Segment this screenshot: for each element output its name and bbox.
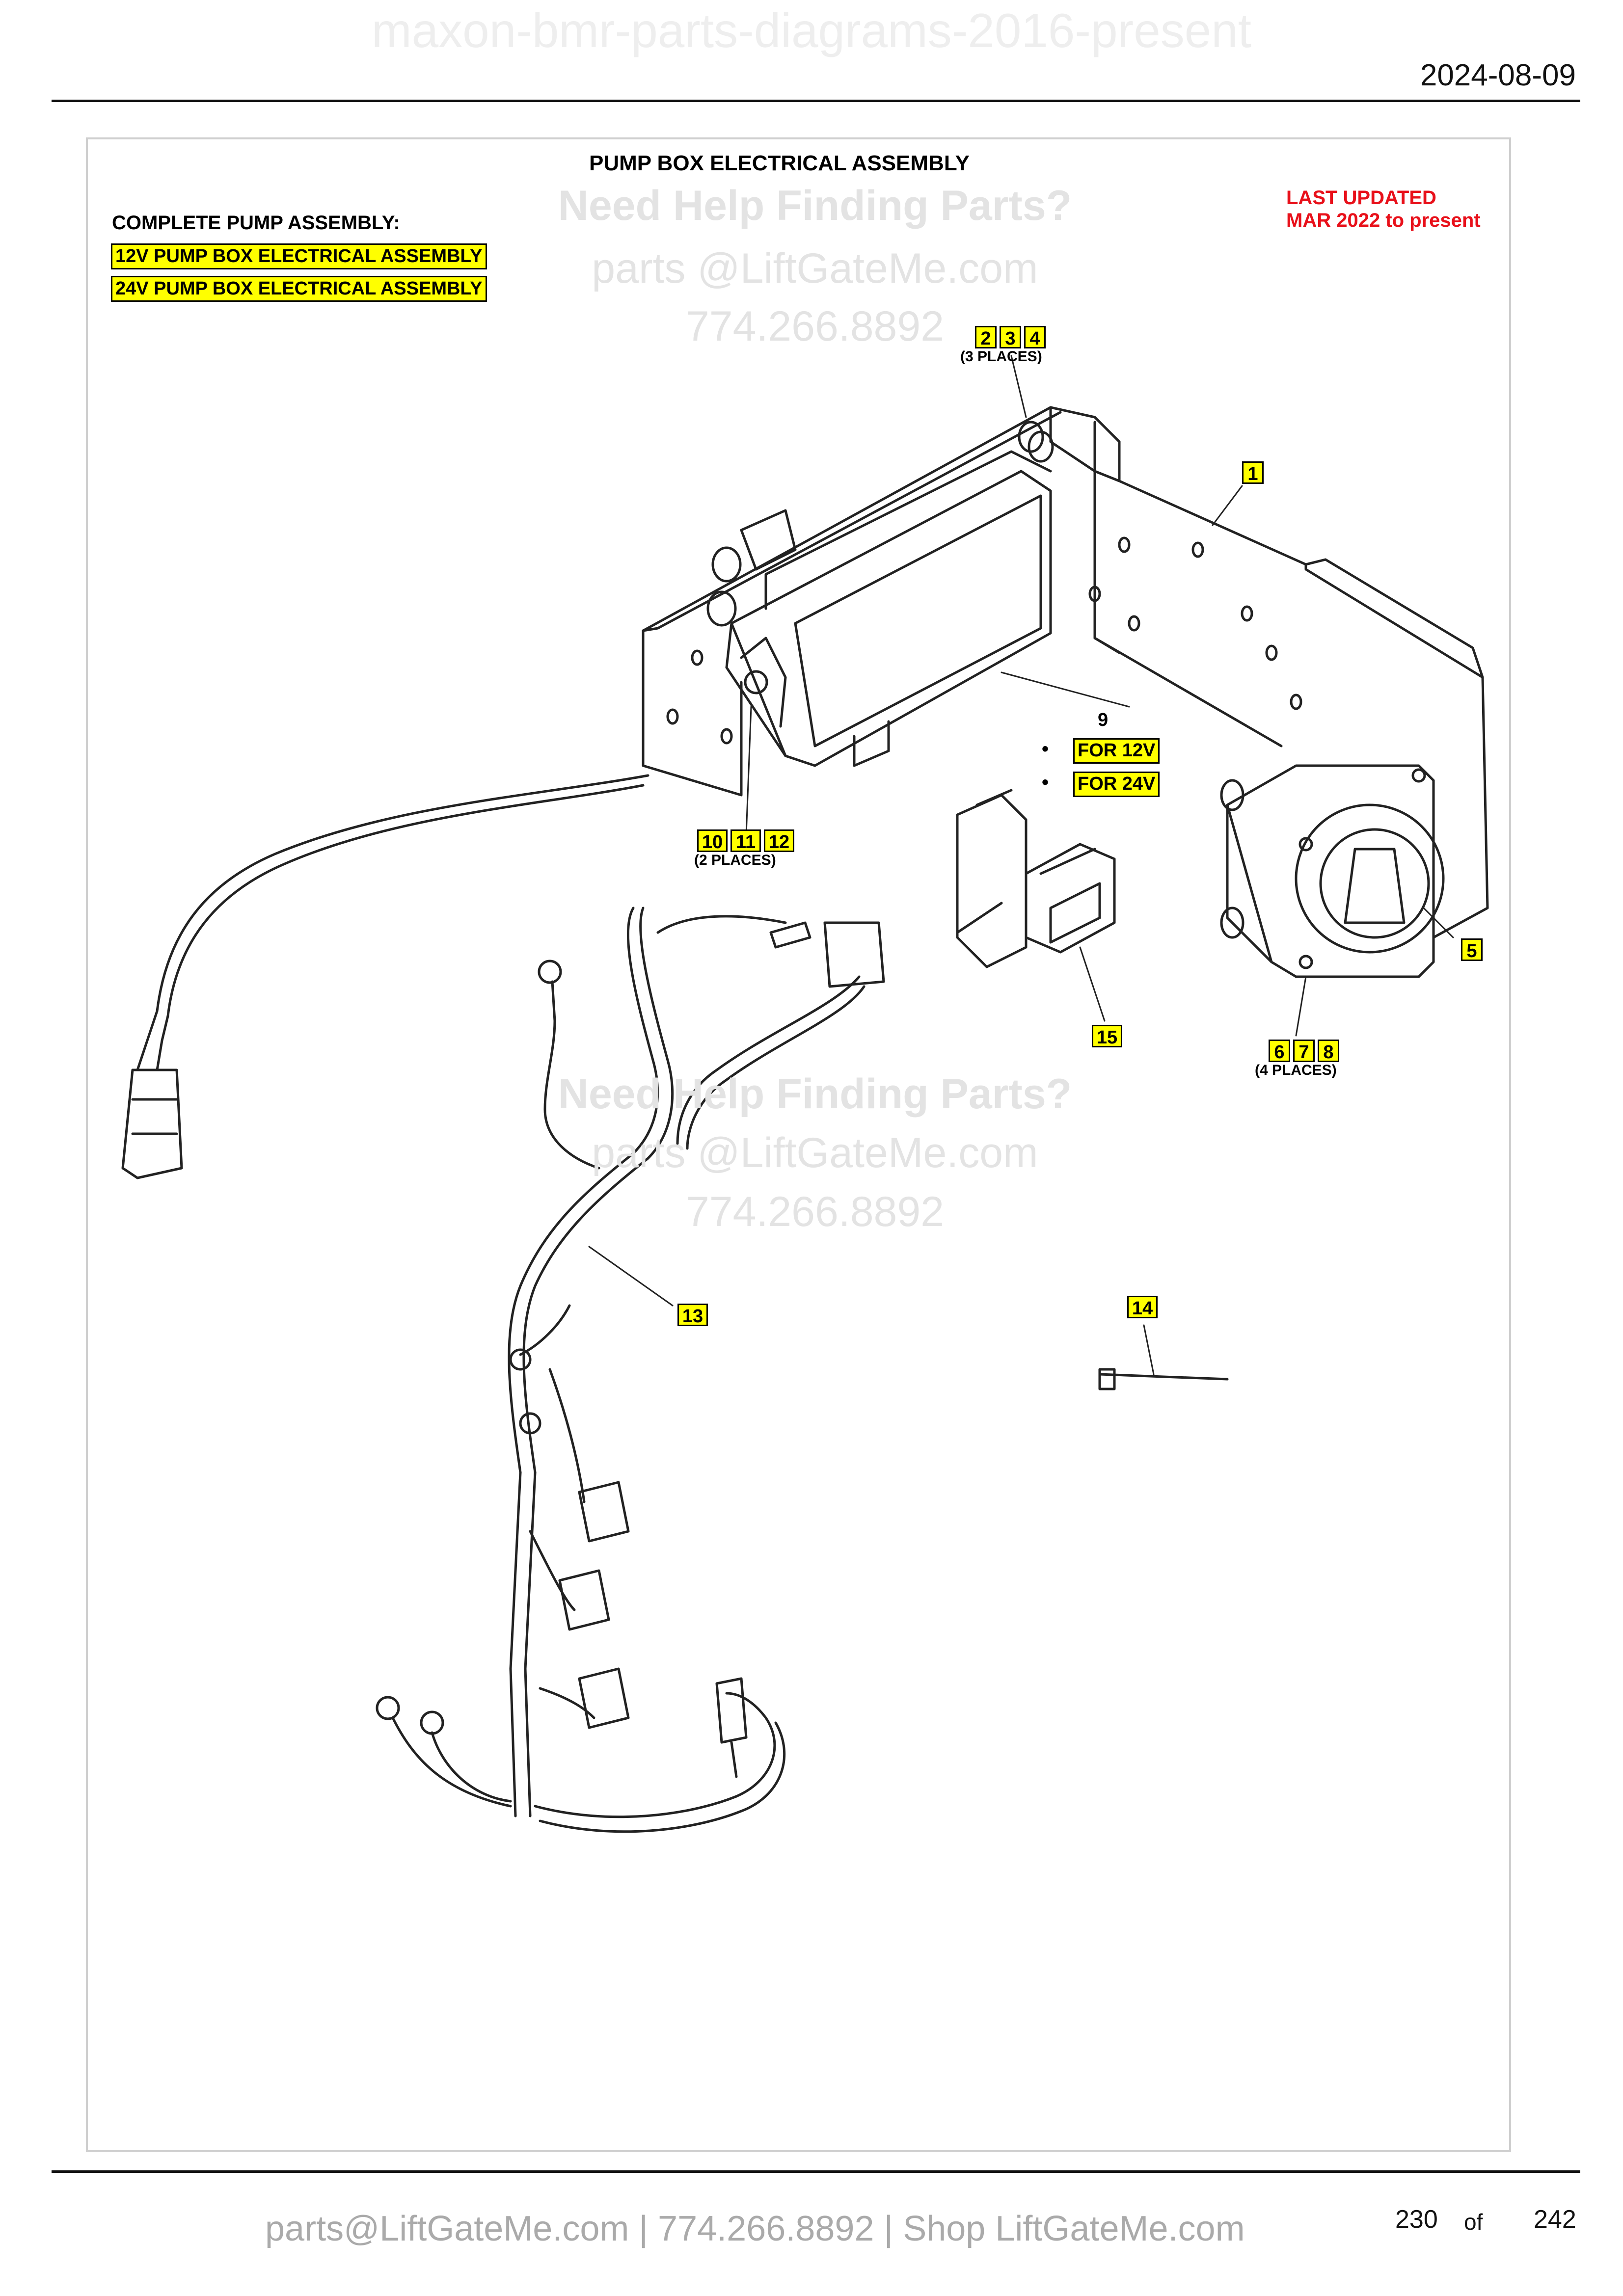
for-12v-label[interactable]: FOR 12V [1073, 738, 1160, 764]
callout-10[interactable]: 10 [697, 829, 728, 853]
last-updated-line2: MAR 2022 to present [1286, 210, 1481, 231]
complete-assembly-label: COMPLETE PUMP ASSEMBLY: [112, 212, 400, 234]
callout-1[interactable]: 1 [1242, 461, 1264, 484]
last-updated: LAST UPDATED MAR 2022 to present [1286, 187, 1481, 232]
callout-12[interactable]: 12 [764, 829, 794, 853]
watermark-help-2: Need Help Finding Parts? [558, 1070, 1072, 1118]
callout-6[interactable]: 6 [1269, 1040, 1290, 1063]
assembly-24v-link[interactable]: 24V PUMP BOX ELECTRICAL ASSEMBLY [111, 276, 487, 302]
harness-cable-main [508, 907, 659, 1474]
watermark-phone-2: 774.266.8892 [685, 1188, 945, 1235]
for-24v-label[interactable]: FOR 24V [1073, 772, 1160, 797]
controller-nut [744, 670, 768, 694]
callout-14[interactable]: 14 [1127, 1296, 1158, 1319]
harness-plug-2 [558, 1569, 610, 1631]
last-updated-line1: LAST UPDATED [1286, 187, 1436, 209]
footer-rule [52, 2170, 1580, 2173]
ring-terminal-top [538, 960, 562, 984]
for-24v-bullet: • [1042, 772, 1049, 793]
bracket-left-plate [642, 629, 743, 797]
harness-plug-1 [578, 1481, 630, 1543]
bracket-back-tab [1049, 406, 1096, 473]
callout-11[interactable]: 11 [730, 829, 761, 853]
callout-234-note: (3 PLACES) [960, 348, 1042, 365]
footer-contact[interactable]: parts@LiftGateMe.com | 774.266.8892 | Sh… [265, 2209, 1245, 2248]
page-of: of [1464, 2209, 1483, 2235]
page-total: 242 [1534, 2205, 1576, 2234]
diagram-title: PUMP BOX ELECTRICAL ASSEMBLY [589, 151, 970, 175]
callout-2[interactable]: 2 [975, 326, 997, 349]
callout-5[interactable]: 5 [1461, 938, 1483, 961]
bracket-top-edge [642, 406, 1121, 632]
ring-terminal-a [376, 1696, 400, 1720]
harness-connector-left [121, 1068, 183, 1179]
for-12v-bullet: • [1042, 738, 1049, 760]
callout-7[interactable]: 7 [1293, 1040, 1315, 1063]
callout-678-note: (4 PLACES) [1255, 1062, 1337, 1078]
ring-terminal-b [420, 1710, 444, 1735]
watermark-help-1: Need Help Finding Parts? [558, 182, 1072, 229]
callout-9: 9 [1098, 710, 1109, 730]
relay-body [1025, 843, 1116, 954]
page-number: 230 [1395, 2205, 1438, 2234]
controller-end-cap [725, 622, 787, 757]
callout-3[interactable]: 3 [1000, 326, 1021, 349]
relay-bracket [956, 794, 1028, 968]
callout-13[interactable]: 13 [677, 1304, 708, 1327]
watermark-top: maxon-bmr-parts-diagrams-2016-present [372, 3, 1251, 57]
harness-cable-upper [156, 774, 649, 1013]
callout-4[interactable]: 4 [1024, 326, 1046, 349]
callout-15[interactable]: 15 [1092, 1025, 1122, 1048]
disconnect-switch-plate [1226, 764, 1435, 978]
disconnect-switch-dial [1295, 803, 1445, 954]
harness-plug-3 [578, 1667, 630, 1729]
header-rule [52, 100, 1580, 102]
watermark-email-2: parts @LiftGateMe.com [592, 1129, 1038, 1176]
watermark-email-1: parts @LiftGateMe.com [592, 245, 1038, 292]
harness-branch-right [676, 975, 861, 1145]
document-date: 2024-08-09 [1420, 58, 1576, 92]
callout-8[interactable]: 8 [1318, 1040, 1339, 1063]
harness-plug-4 [715, 1677, 748, 1744]
callout-101112-note: (2 PLACES) [694, 852, 776, 868]
watermark-phone-1: 774.266.8892 [685, 303, 945, 350]
cable-tie [1098, 1373, 1229, 1381]
assembly-12v-link[interactable]: 12V PUMP BOX ELECTRICAL ASSEMBLY [111, 243, 487, 269]
harness-connector-top [823, 921, 885, 988]
diagram-frame [86, 137, 1511, 2152]
